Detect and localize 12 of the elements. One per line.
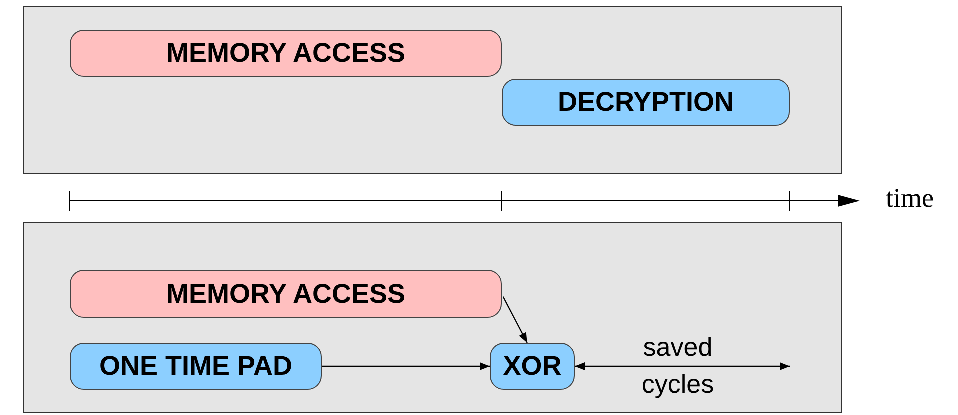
process-box: MEMORY ACCESS xyxy=(70,270,502,318)
panel-background xyxy=(23,222,842,413)
process-box: MEMORY ACCESS xyxy=(70,30,502,77)
process-box: XOR xyxy=(490,343,575,390)
arrow xyxy=(502,296,528,344)
arrow xyxy=(322,362,490,370)
process-box: DECRYPTION xyxy=(502,79,790,126)
panel-background xyxy=(23,6,842,174)
axis-label: time xyxy=(886,185,934,212)
process-box: ONE TIME PAD xyxy=(70,343,322,390)
edge-label: saved cycles xyxy=(640,331,716,401)
arrow xyxy=(575,362,790,370)
